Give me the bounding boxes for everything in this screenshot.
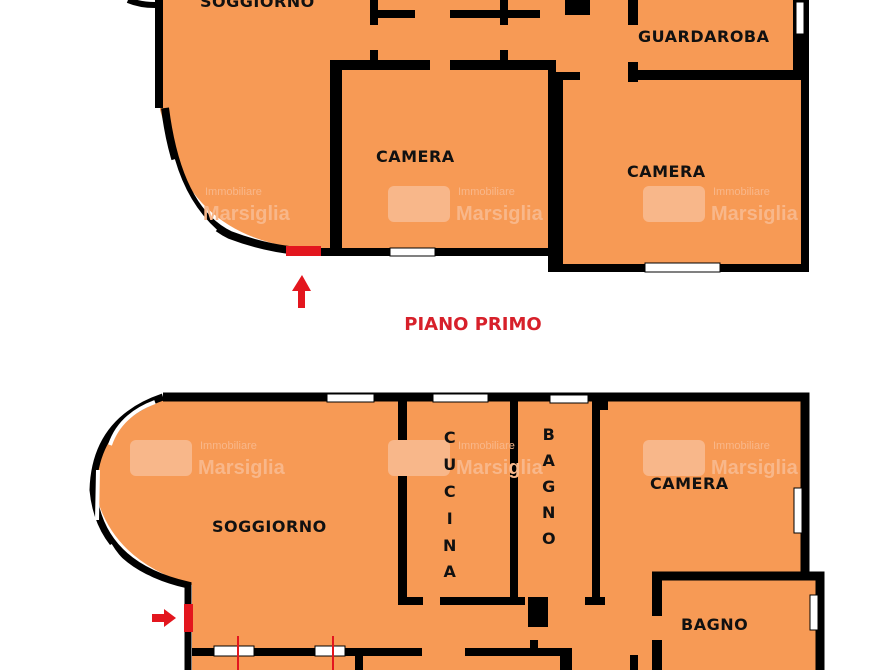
upper-plan: Immobiliare Marsiglia Immobiliare Marsig… [126, 0, 809, 308]
svg-text:Marsiglia: Marsiglia [456, 203, 544, 225]
entrance-door-marker [184, 604, 193, 632]
svg-text:C: C [444, 482, 456, 501]
entrance-arrow-right-icon [152, 609, 176, 627]
room-label-soggiorno: SOGGIORNO [212, 517, 327, 536]
window [169, 159, 218, 235]
room-label-camera: CAMERA [627, 162, 706, 181]
svg-text:N: N [443, 536, 457, 555]
watermark-logo: Immobiliare Marsiglia Immobiliare Marsig… [203, 186, 799, 225]
window [795, 1, 805, 35]
svg-text:Immobiliare: Immobiliare [713, 186, 770, 198]
svg-text:U: U [443, 455, 457, 474]
svg-text:Marsiglia: Marsiglia [711, 203, 799, 225]
room-label-bagno: BAGNO [681, 615, 748, 634]
lower-outer-walls [89, 392, 825, 670]
floor-title: PIANO PRIMO [404, 314, 541, 335]
room-label-cucina: C U C I N A [443, 428, 457, 581]
entrance-arrow-up-icon [292, 275, 311, 308]
watermark-logo: Immobiliare Marsiglia Immobiliare Marsig… [130, 440, 799, 479]
svg-text:Marsiglia: Marsiglia [203, 203, 291, 225]
svg-text:N: N [542, 503, 556, 522]
entrance-door-marker [286, 246, 321, 256]
svg-text:B: B [543, 425, 556, 444]
lower-floor-area [95, 398, 820, 670]
lower-plan: Immobiliare Marsiglia Immobiliare Marsig… [89, 392, 825, 670]
svg-text:Immobiliare: Immobiliare [713, 440, 770, 452]
window [793, 487, 803, 534]
svg-text:Marsiglia: Marsiglia [456, 457, 544, 479]
svg-text:I: I [447, 509, 453, 528]
svg-text:C: C [444, 428, 456, 447]
window [809, 594, 819, 631]
window [326, 393, 375, 403]
window [314, 645, 346, 657]
upper-interior-walls [330, 0, 805, 270]
svg-text:Immobiliare: Immobiliare [205, 186, 262, 198]
window [644, 262, 721, 273]
room-label-guardaroba: GUARDAROBA [638, 27, 770, 46]
window [213, 645, 255, 657]
lower-windows [95, 393, 819, 657]
room-label-camera: CAMERA [650, 474, 729, 493]
window [432, 393, 489, 403]
room-label-soggiorno: SOGGIORNO [200, 0, 315, 11]
room-label-camera: CAMERA [376, 147, 455, 166]
svg-text:Marsiglia: Marsiglia [198, 457, 286, 479]
svg-text:Immobiliare: Immobiliare [200, 440, 257, 452]
svg-text:Marsiglia: Marsiglia [711, 457, 799, 479]
svg-text:G: G [542, 477, 556, 496]
svg-text:O: O [542, 529, 556, 548]
lower-interior-walls [192, 400, 662, 670]
svg-text:Immobiliare: Immobiliare [458, 186, 515, 198]
svg-text:Immobiliare: Immobiliare [458, 440, 515, 452]
svg-text:A: A [444, 562, 457, 581]
window [95, 400, 156, 580]
svg-text:A: A [543, 451, 556, 470]
room-label-bagno-vertical: B A G N O [542, 425, 556, 548]
window [389, 247, 436, 257]
balcony-door-marks [237, 636, 334, 670]
window [549, 394, 589, 404]
upper-windows [169, 1, 805, 273]
